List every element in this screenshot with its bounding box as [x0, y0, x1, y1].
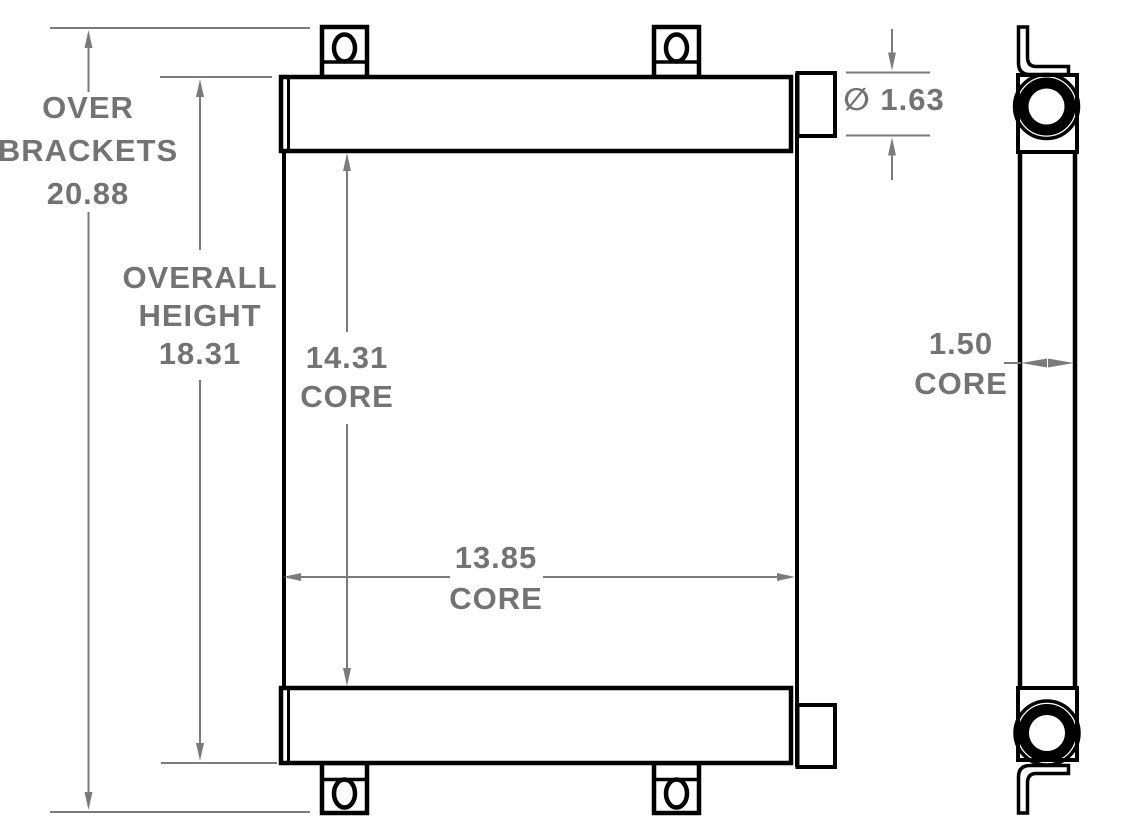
bottom-mounting-bracket-right	[651, 760, 702, 816]
overall-height-value: 18.31	[159, 336, 242, 371]
front-view	[278, 24, 837, 816]
side-bottom-bracket-tab	[1016, 763, 1071, 815]
core-depth-value: 1.50	[929, 326, 993, 361]
bottom-tank-outline	[278, 685, 794, 766]
arrowhead-down	[84, 792, 93, 810]
dimension-overall-height: OVERALL HEIGHT 18.31	[122, 76, 277, 764]
port-tube-ring	[1017, 77, 1076, 136]
bottom-tank	[278, 685, 794, 766]
dimension-over-brackets: OVER BRACKETS 20.88	[0, 27, 310, 813]
arrowhead-up	[343, 153, 351, 171]
over-brackets-word2: BRACKETS	[0, 133, 178, 168]
top-mounting-bracket-right	[651, 24, 702, 80]
top-mounting-bracket-left	[319, 24, 370, 80]
arrowhead-down	[343, 668, 351, 686]
arrowhead-down	[888, 52, 896, 71]
core-height-label: CORE	[300, 379, 394, 414]
top-port-fitting	[795, 71, 837, 138]
arrowhead-down	[196, 743, 204, 761]
core-height-value: 14.31	[306, 340, 389, 375]
bracket-outline	[651, 760, 702, 816]
overall-height-word2: HEIGHT	[138, 298, 261, 333]
bracket-slot-hole	[331, 32, 358, 64]
bracket-slot-hole	[663, 777, 690, 810]
over-brackets-value: 20.88	[47, 176, 130, 211]
side-top-bracket-tab	[1016, 25, 1071, 77]
arrowhead-left	[1021, 358, 1047, 368]
bracket-slot-hole	[331, 777, 358, 810]
bottom-mounting-bracket-left	[319, 760, 370, 816]
side-top-port-circle	[1012, 72, 1081, 141]
arrowhead-left	[283, 573, 301, 581]
arrowhead-up	[84, 30, 93, 48]
over-brackets-word1: OVER	[42, 90, 134, 125]
port-tube-outer-edge	[1012, 72, 1081, 141]
dimension-core-depth: 1.50 CORE	[914, 326, 1074, 401]
core-depth-label: CORE	[914, 366, 1008, 401]
bracket-outline	[319, 760, 370, 816]
port-tube-ring	[1018, 704, 1076, 762]
top-tank	[278, 74, 794, 154]
overall-height-word1: OVERALL	[122, 260, 277, 295]
arrowhead-up	[888, 137, 896, 156]
top-tank-outline	[278, 74, 794, 154]
dimension-core-height: 14.31 CORE	[300, 153, 394, 686]
side-view	[1012, 25, 1081, 815]
core-width-label: CORE	[449, 581, 543, 616]
port-tube-outer-edge	[1013, 699, 1081, 767]
bracket-slot-hole	[663, 32, 690, 64]
arrowhead-up	[196, 79, 204, 97]
dimension-port-diameter: ∅ 1.63	[843, 29, 945, 180]
arrowhead-right	[1048, 358, 1074, 368]
bottom-port-fitting	[795, 703, 837, 769]
arrowhead-right	[777, 573, 795, 581]
side-bottom-port-circle	[1013, 699, 1081, 767]
core-width-value: 13.85	[455, 540, 538, 575]
port-diameter-value: ∅ 1.63	[843, 82, 945, 117]
dimension-core-width: 13.85 CORE	[283, 540, 795, 616]
